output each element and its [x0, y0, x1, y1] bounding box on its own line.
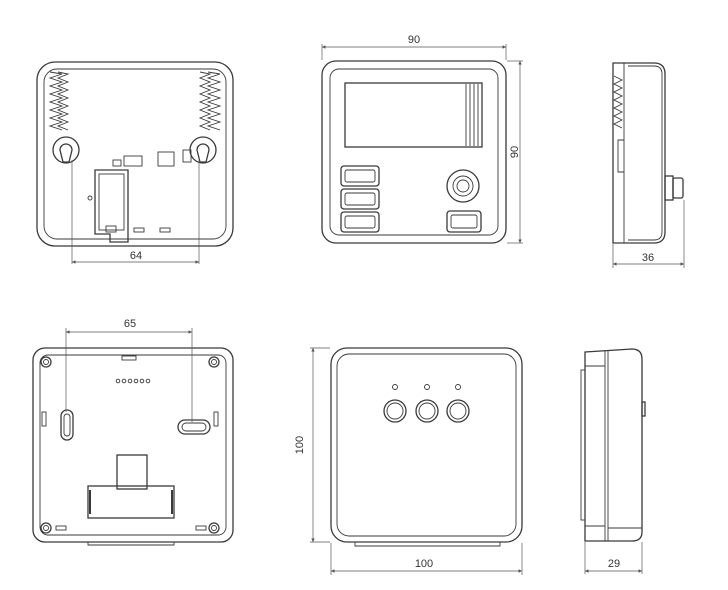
dim-back-mount-spacing: 64	[130, 250, 142, 262]
receiver-terminal-block	[87, 454, 175, 519]
receiver-pin-row	[115, 378, 151, 384]
receiver-button-2	[415, 399, 439, 423]
thermostat-side-view: 36	[612, 62, 685, 268]
receiver-led-2	[424, 384, 430, 390]
dim-front-height: 90	[509, 146, 521, 158]
right-keyhole-mount	[189, 136, 217, 164]
dim-receiver-depth: 29	[608, 558, 620, 570]
front-button-4	[446, 210, 482, 233]
lcd-display	[344, 82, 483, 148]
dim-front-width: 90	[408, 34, 420, 46]
receiver-button-3	[446, 399, 470, 423]
thermostat-back-view: 64	[36, 61, 234, 264]
dim-side-depth: 36	[642, 252, 654, 264]
receiver-led-3	[455, 384, 461, 390]
receiver-left-mount-slot	[60, 409, 74, 441]
receiver-led-1	[392, 384, 398, 390]
left-vents	[48, 71, 70, 131]
dim-receiver-mount-spacing: 65	[124, 318, 136, 330]
receiver-back-view: 65	[32, 318, 234, 546]
right-vents	[198, 71, 222, 131]
front-button-2	[340, 188, 380, 210]
rotary-knob	[446, 169, 480, 203]
terminal-block	[94, 169, 171, 243]
thermostat-front-view: 90 90	[321, 34, 523, 244]
left-keyhole-mount	[52, 136, 80, 164]
receiver-front-view: 100 100	[294, 347, 523, 575]
receiver-button-1	[383, 399, 407, 423]
dim-receiver-width: 100	[415, 558, 433, 570]
receiver-right-mount-slot	[177, 419, 211, 435]
front-button-3	[340, 211, 380, 233]
side-knob-profile	[664, 175, 684, 201]
dim-receiver-height: 100	[294, 436, 306, 454]
receiver-side-view: 29	[580, 348, 646, 574]
front-button-1	[340, 165, 380, 187]
